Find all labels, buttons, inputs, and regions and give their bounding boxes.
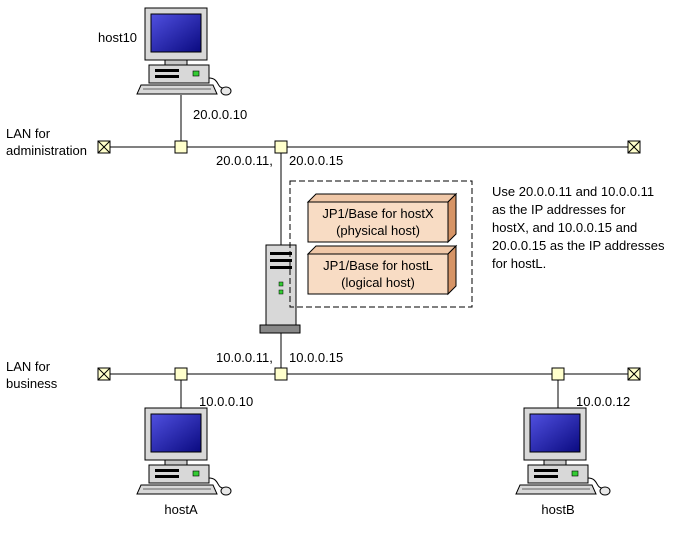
hosta-computer-icon — [136, 407, 232, 496]
jp1-hostx-line2: (physical host) — [336, 223, 420, 238]
business-lan-terminator-left — [97, 367, 111, 381]
server-admin-ip-1: 20.0.0.11, — [216, 153, 273, 168]
note-line1: Use 20.0.0.11 and 10.0.0.11 — [492, 184, 654, 199]
ip-assignment-note: Use 20.0.0.11 and 10.0.0.11 as the IP ad… — [492, 184, 665, 271]
note-line3: hostX, and 10.0.0.15 and — [492, 220, 637, 235]
server-admin-connector — [274, 140, 288, 154]
server-business-connector — [274, 367, 288, 381]
admin-lan-label-line2: administration — [6, 143, 87, 158]
hosta-connector — [174, 367, 188, 381]
server-tower-icon — [259, 244, 301, 334]
business-lan — [97, 367, 641, 381]
hostb-label: hostB — [541, 502, 574, 517]
note-line2: as the IP addresses for — [492, 202, 626, 217]
admin-lan-terminator-left — [97, 140, 111, 154]
jp1-base-hostx-box: JP1/Base for hostX (physical host) — [306, 192, 458, 244]
jp1-base-hostl-box: JP1/Base for hostL (logical host) — [306, 244, 458, 296]
admin-lan-label-line1: LAN for — [6, 126, 51, 141]
host10-ip: 20.0.0.10 — [193, 107, 247, 122]
business-lan-terminator-right — [627, 367, 641, 381]
note-line5: for hostL. — [492, 256, 546, 271]
server-business-ip-1: 10.0.0.11, — [216, 350, 273, 365]
jp1-hostl-line1: JP1/Base for hostL — [323, 258, 433, 273]
hostb-connector — [551, 367, 565, 381]
jp1-group-boundary — [289, 180, 473, 308]
business-lan-label-line1: LAN for — [6, 359, 51, 374]
jp1-hostx-line1: JP1/Base for hostX — [322, 206, 434, 221]
server-business-ip-2: 10.0.0.15 — [289, 350, 343, 365]
admin-lan — [97, 140, 641, 154]
admin-lan-terminator-right — [627, 140, 641, 154]
server-admin-ip-2: 20.0.0.15 — [289, 153, 343, 168]
business-lan-label-line2: business — [6, 376, 58, 391]
host10-computer-icon — [136, 7, 232, 96]
host10-connector — [174, 140, 188, 154]
host10-label: host10 — [98, 30, 137, 45]
jp1-hostl-line2: (logical host) — [341, 275, 415, 290]
hosta-ip: 10.0.0.10 — [199, 394, 253, 409]
hostb-ip: 10.0.0.12 — [576, 394, 630, 409]
hosta-label: hostA — [164, 502, 198, 517]
hostb-computer-icon — [515, 407, 611, 496]
note-line4: 20.0.0.15 as the IP addresses — [492, 238, 665, 253]
